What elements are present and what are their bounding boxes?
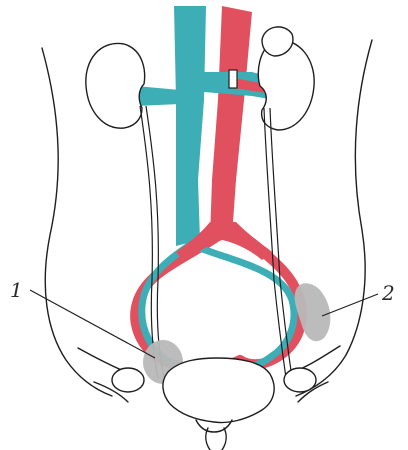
leader-line-2 bbox=[322, 294, 378, 316]
ureter-right-outer bbox=[264, 108, 286, 378]
kidney-left bbox=[86, 43, 145, 128]
femoral-head-left bbox=[112, 368, 144, 392]
leg-line-left-upper bbox=[78, 348, 126, 372]
callout-label-1: 1 bbox=[10, 278, 23, 302]
renal-vessel-clamp bbox=[229, 70, 237, 88]
aorta bbox=[210, 6, 252, 238]
kidney-right bbox=[258, 40, 314, 130]
vena-cava bbox=[174, 6, 206, 246]
urethra-right bbox=[222, 428, 226, 450]
renal-vein-left bbox=[136, 86, 180, 106]
callout-label-2: 2 bbox=[381, 281, 395, 305]
leg-line-right-upper bbox=[298, 346, 340, 370]
femoral-head-right bbox=[284, 368, 316, 392]
bladder bbox=[163, 358, 274, 423]
